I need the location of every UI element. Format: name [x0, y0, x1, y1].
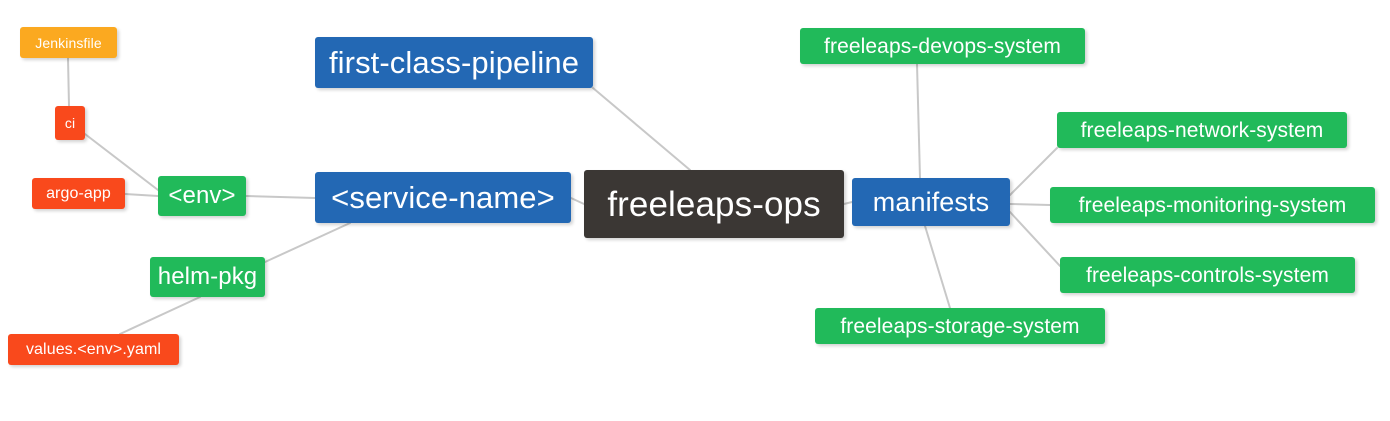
node-label: first-class-pipeline: [328, 45, 580, 80]
edge-env-to-argo-app: [124, 193, 159, 197]
node-first-class-pipeline[interactable]: first-class-pipeline: [315, 37, 593, 88]
node-label: freeleaps-controls-system: [1086, 263, 1329, 287]
edge-freeleaps-ops-to-service-name: [570, 197, 585, 205]
edge-manifests-to-freeleaps-devops-system: [916, 63, 921, 179]
node-label: freeleaps-ops: [607, 184, 821, 224]
node-label: helm-pkg: [157, 263, 258, 290]
node-freeleaps-network-system[interactable]: freeleaps-network-system: [1057, 112, 1347, 148]
node-label: <env>: [168, 182, 236, 209]
node-service-name[interactable]: <service-name>: [315, 172, 571, 223]
node-label: Jenkinsfile: [35, 34, 102, 51]
node-label: argo-app: [46, 184, 111, 202]
node-freeleaps-monitoring-system[interactable]: freeleaps-monitoring-system: [1050, 187, 1375, 223]
edge-freeleaps-ops-to-first-class-pipeline: [592, 87, 691, 171]
node-label: manifests: [872, 186, 990, 217]
node-values-env-yaml[interactable]: values.<env>.yaml: [8, 334, 179, 365]
node-freeleaps-storage-system[interactable]: freeleaps-storage-system: [815, 308, 1105, 344]
node-freeleaps-controls-system[interactable]: freeleaps-controls-system: [1060, 257, 1355, 293]
edge-manifests-to-freeleaps-monitoring-system: [1009, 203, 1051, 206]
node-ci[interactable]: ci: [55, 106, 85, 140]
edge-service-name-to-env: [245, 195, 316, 199]
edge-ci-to-jenkinsfile: [67, 57, 70, 107]
node-freeleaps-ops[interactable]: freeleaps-ops: [584, 170, 844, 238]
node-argo-app[interactable]: argo-app: [32, 178, 125, 209]
node-label: freeleaps-network-system: [1080, 118, 1324, 142]
node-label: <service-name>: [331, 180, 555, 215]
node-label: freeleaps-storage-system: [840, 314, 1080, 338]
node-label: freeleaps-monitoring-system: [1078, 193, 1347, 217]
edge-freeleaps-ops-to-manifests: [843, 201, 853, 205]
edge-helm-pkg-to-values-env-yaml: [119, 296, 201, 335]
node-label: values.<env>.yaml: [25, 340, 162, 358]
node-label: freeleaps-devops-system: [824, 34, 1061, 58]
edge-manifests-to-freeleaps-storage-system: [924, 225, 951, 309]
node-manifests[interactable]: manifests: [852, 178, 1010, 226]
node-jenkinsfile[interactable]: Jenkinsfile: [20, 27, 117, 58]
node-label: ci: [64, 115, 76, 131]
node-env[interactable]: <env>: [158, 176, 246, 216]
node-helm-pkg[interactable]: helm-pkg: [150, 257, 265, 297]
node-freeleaps-devops-system[interactable]: freeleaps-devops-system: [800, 28, 1085, 64]
edge-service-name-to-helm-pkg: [264, 222, 351, 263]
